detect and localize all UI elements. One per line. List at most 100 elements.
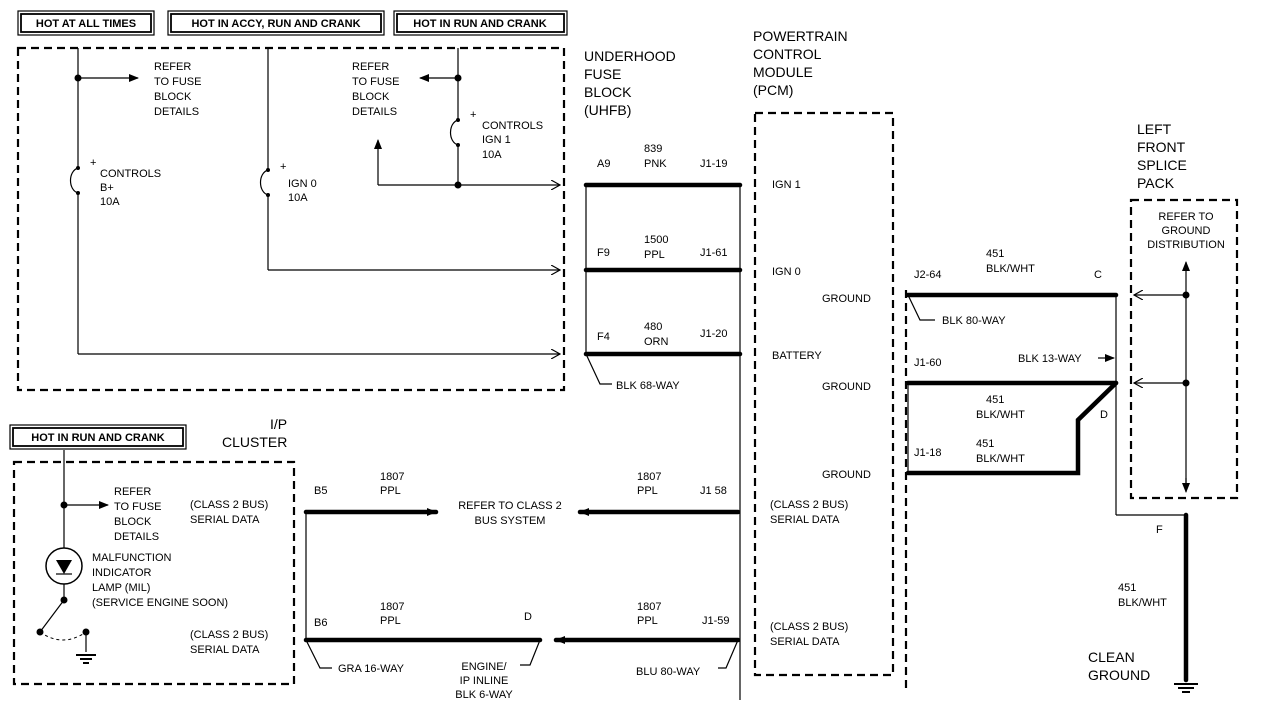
- mil-line1: MALFUNCTION: [92, 552, 172, 564]
- serial-w1-pcm-pin: J1 58: [700, 485, 727, 497]
- wire-1500-circuit: 1500: [644, 234, 668, 246]
- cluster-serial-b: SERIAL DATA: [190, 644, 260, 656]
- header-hot-run-crank-cluster: HOT IN RUN AND CRANK: [9, 424, 187, 450]
- wire-480-pin: F4: [597, 331, 610, 343]
- clean-circuit: 451: [1118, 582, 1136, 594]
- fuse-bplus-line1: CONTROLS: [100, 168, 161, 180]
- fuse-bplus-circuit: [69, 48, 561, 354]
- wire-839-circuit: 839: [644, 143, 662, 155]
- pcm-class2-a: (CLASS 2 BUS): [770, 499, 848, 511]
- mil-line3: LAMP (MIL): [92, 582, 150, 594]
- splice-pack-title-line2: FRONT: [1137, 139, 1186, 155]
- clean-ground-line1: CLEAN: [1088, 649, 1135, 665]
- cluster-connector-label: GRA 16-WAY: [338, 663, 405, 675]
- wire-839-pcm-pin: J1-19: [700, 158, 728, 170]
- refer-right-line1: REFER: [352, 61, 389, 73]
- fuse-ign0-symbol: [259, 169, 269, 196]
- pcm-ign0-label: IGN 0: [772, 266, 801, 278]
- cluster-refer-line1: REFER: [114, 486, 151, 498]
- uhfb-title-line2: FUSE: [584, 66, 621, 82]
- pcm-serial-a: SERIAL DATA: [770, 514, 840, 526]
- g2-circuit: 451: [986, 394, 1004, 406]
- fuse-ign0-circuit: [259, 48, 561, 270]
- pcm-title-line4: (PCM): [753, 82, 793, 98]
- pcm-ground1-label: GROUND: [822, 293, 871, 305]
- splice-refer-line2: GROUND: [1162, 225, 1211, 237]
- splice-pack-boundary: [1129, 198, 1239, 500]
- fuse-bplus-line3: 10A: [100, 196, 120, 208]
- wire-1500-pin: F9: [597, 247, 610, 259]
- serial-w2-pcm-color: PPL: [637, 615, 658, 627]
- inline-line2: IP INLINE: [460, 675, 509, 687]
- fuse-ign0-line1: IGN 0: [288, 178, 317, 190]
- fuse-ign0-plus: +: [280, 161, 286, 173]
- header-hot-run-crank: HOT IN RUN AND CRANK: [393, 10, 568, 36]
- splice-refer-line3: DISTRIBUTION: [1147, 239, 1225, 251]
- cluster-mil-circuit: [36, 450, 109, 664]
- refer-right-line2: TO FUSE: [352, 76, 399, 88]
- inline-line1: ENGINE/: [461, 661, 507, 673]
- cluster-refer-line3: BLOCK: [114, 516, 152, 528]
- wire-839-pin: A9: [597, 158, 610, 170]
- fuse-ign0-line2: 10A: [288, 192, 308, 204]
- splice-pack-bus: [1134, 261, 1190, 493]
- serial-w2-pin: B6: [314, 617, 327, 629]
- splice-d: D: [1100, 409, 1108, 421]
- mil-line2: INDICATOR: [92, 567, 152, 579]
- ground-wire-j1-60: [905, 380, 1119, 473]
- fuse-bplus-symbol: [69, 167, 79, 194]
- wire-1500-color: PPL: [644, 249, 665, 261]
- serial-w1-circuit: 1807: [380, 471, 404, 483]
- g2-pin: J1-60: [914, 357, 942, 369]
- serial-w2-color: PPL: [380, 615, 401, 627]
- serial-refer-line1: REFER TO CLASS 2: [458, 500, 562, 512]
- uhfb-title-line3: BLOCK: [584, 84, 632, 100]
- serial-w2-pcm-circuit: 1807: [637, 601, 661, 613]
- wire-1500-pcm-pin: J1-61: [700, 247, 728, 259]
- serial-wire-b6: [303, 636, 741, 669]
- cluster-serial-a: SERIAL DATA: [190, 514, 260, 526]
- g1-pin: J2-64: [914, 269, 942, 281]
- fuse-bplus-line2: B+: [100, 182, 114, 194]
- pcm-connector-label: BLU 80-WAY: [636, 666, 701, 678]
- g1-splice: C: [1094, 269, 1102, 281]
- header-hot-accy-label: HOT IN ACCY, RUN AND CRANK: [191, 18, 360, 30]
- ground-wire-j2-64: [905, 292, 1119, 321]
- cluster-class2-a: (CLASS 2 BUS): [190, 499, 268, 511]
- cluster-refer-line4: DETAILS: [114, 531, 159, 543]
- refer-right-line3: BLOCK: [352, 91, 390, 103]
- serial-refer-line2: BUS SYSTEM: [475, 515, 546, 527]
- uhfb-title-line1: UNDERHOOD: [584, 48, 676, 64]
- inline-line3: BLK 6-WAY: [455, 689, 513, 701]
- refer-left-line4: DETAILS: [154, 106, 199, 118]
- g3-circuit: 451: [976, 438, 994, 450]
- fuse-ign1-circuit: [374, 48, 560, 189]
- g1-color: BLK/WHT: [986, 263, 1035, 275]
- fuse-ign1-line3: 10A: [482, 149, 502, 161]
- cluster-title-line2: CLUSTER: [222, 434, 287, 450]
- refer-right-line4: DETAILS: [352, 106, 397, 118]
- splice-refer-line1: REFER TO: [1158, 211, 1214, 223]
- clean-color: BLK/WHT: [1118, 597, 1167, 609]
- header-hot-run-crank-label: HOT IN RUN AND CRANK: [413, 18, 546, 30]
- splice-connector-label: BLK 13-WAY: [1018, 353, 1082, 365]
- serial-w2-circuit: 1807: [380, 601, 404, 613]
- pcm-title-line2: CONTROL: [753, 46, 822, 62]
- splice-f: F: [1156, 524, 1163, 536]
- serial-w1-pin: B5: [314, 485, 327, 497]
- header-hot-all-times: HOT AT ALL TIMES: [17, 10, 155, 36]
- serial-w1-pcm-color: PPL: [637, 485, 658, 497]
- cluster-class2-b: (CLASS 2 BUS): [190, 629, 268, 641]
- cluster-title-line1: I/P: [270, 416, 287, 432]
- cluster-refer-line2: TO FUSE: [114, 501, 161, 513]
- pcm-title-line3: MODULE: [753, 64, 813, 80]
- mil-switch-icon: [39, 599, 65, 633]
- fuse-block-boundary: [16, 46, 566, 392]
- refer-left-line2: TO FUSE: [154, 76, 201, 88]
- g3-color: BLK/WHT: [976, 453, 1025, 465]
- header-hot-accy: HOT IN ACCY, RUN AND CRANK: [167, 10, 385, 36]
- cluster-boundary: [12, 460, 296, 686]
- clean-ground-line2: GROUND: [1088, 667, 1150, 683]
- wire-839-color: PNK: [644, 158, 667, 170]
